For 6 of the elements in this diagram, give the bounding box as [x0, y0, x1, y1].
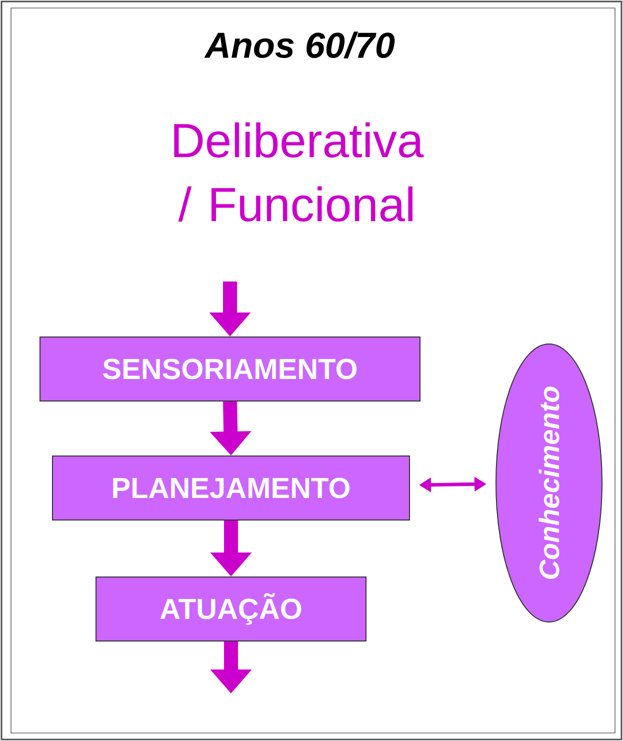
process-box: PLANEJAMENTO [52, 456, 410, 520]
ellipse-node: Conhecimento [496, 344, 602, 622]
title: Anos 60/70 [204, 32, 395, 58]
process-box: ATUAÇÃO [96, 576, 366, 642]
subtitle: Deliberativa / Funcional [174, 122, 424, 222]
process-box: SENSORIAMENTO [40, 336, 420, 402]
